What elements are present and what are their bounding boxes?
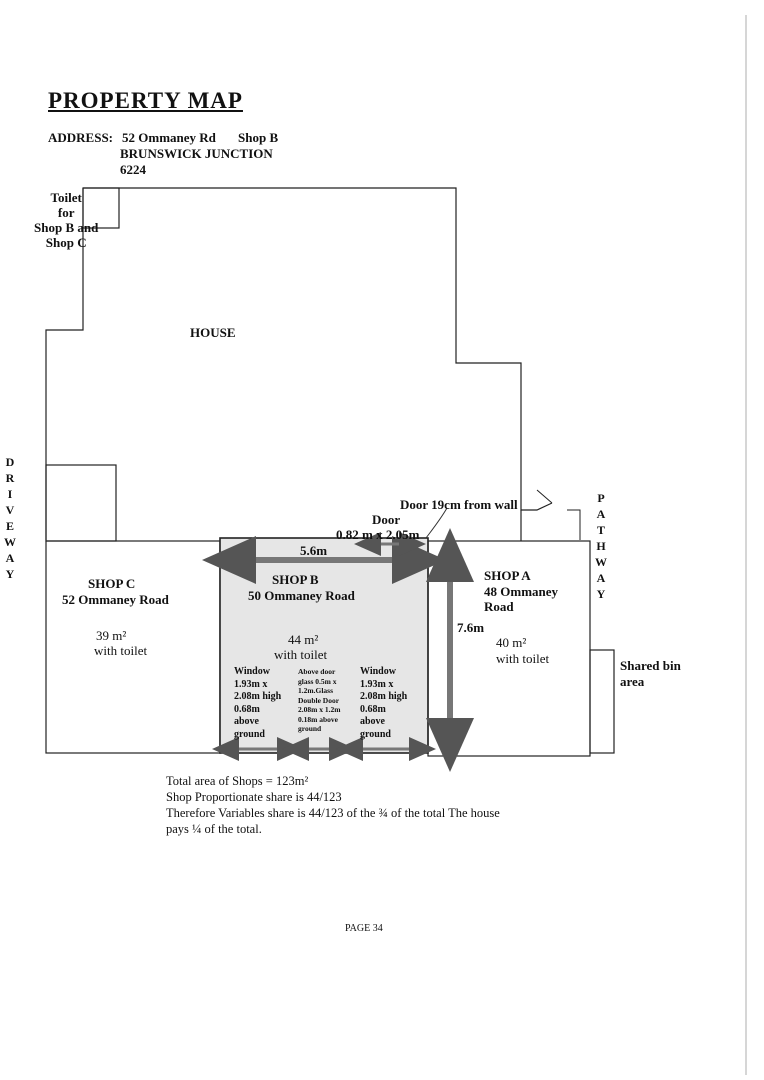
note-line: 1.2m.Glass (298, 686, 334, 695)
house-outline-left (45, 188, 84, 540)
bin-area-box (589, 649, 615, 754)
note-line: pays ¼ of the total. (166, 822, 262, 836)
note-line: 2.08m high (234, 691, 282, 702)
driveway-label: D R I V E W A Y (4, 454, 16, 582)
shop-a-depth: 7.6m (457, 620, 485, 635)
note-line: ground (360, 728, 391, 740)
bin-area-label: Shared bin area (620, 658, 681, 690)
note-line: Double Door (298, 695, 340, 705)
address-shop: Shop B (238, 130, 279, 145)
note-line: ground (298, 724, 322, 733)
note-line: 1.93m x (234, 678, 268, 690)
window-left-note: Window 1.93m x 2.08m high 0.68m above gr… (234, 666, 281, 741)
note-line: Above door (298, 667, 336, 676)
shop-a-address-2: Road (484, 599, 514, 614)
shop-a-name: SHOP A (484, 568, 531, 583)
page-number: PAGE 34 (345, 923, 383, 934)
pathway-letter: P (597, 491, 605, 505)
address-line2: BRUNSWICK JUNCTION (120, 146, 273, 161)
address-line1: 52 Ommaney Rd (122, 130, 216, 145)
shop-c-area: 39 m² (96, 628, 127, 643)
shop-b-name: SHOP B (272, 572, 319, 587)
shop-b-width: 5.6m (300, 543, 328, 558)
note-line: above (234, 716, 259, 727)
note-line: 2.08m high (360, 691, 408, 702)
pathway-letter: A (596, 571, 606, 585)
driveway-letter: V (5, 503, 15, 517)
note-line: 1.93m x (360, 678, 394, 690)
shop-a-address-1: 48 Ommaney (484, 584, 559, 599)
toilet-label-line: for (57, 205, 75, 220)
driveway-letter: Y (5, 567, 15, 581)
house-label: HOUSE (190, 325, 236, 340)
toilet-box (82, 187, 120, 229)
door-note: Door (372, 512, 401, 527)
pathway-letter: A (596, 507, 606, 521)
toilet-label: Toilet for Shop B and Shop C (34, 190, 98, 250)
shop-a-area: 40 m² (496, 635, 527, 650)
note-line: glass 0.5m x (298, 676, 337, 686)
pathway-letter: W (595, 555, 607, 569)
window-right-note: Window 1.93m x 2.08m high 0.68m above gr… (360, 666, 407, 741)
pathway-marker (536, 489, 581, 540)
note-line: Window (234, 666, 270, 677)
house-outline (83, 187, 553, 511)
driveway-letter: I (7, 487, 13, 501)
note-line: 0.68m (360, 703, 386, 715)
door-pointer (425, 507, 448, 539)
pathway-label: P A T H W A Y (595, 490, 607, 602)
toilet-label-line: Shop C (45, 235, 87, 250)
shop-c-address: 52 Ommaney Road (62, 592, 169, 607)
pathway-letter: H (596, 539, 606, 553)
note-line: Window (360, 666, 396, 677)
note-line: 0.18m above (298, 714, 338, 724)
bin-label-line: area (620, 674, 645, 689)
note-line: 0.68m (234, 703, 260, 715)
address-label: ADDRESS: (48, 130, 114, 145)
area-notes: Total area of Shops = 123m² Shop Proport… (166, 773, 500, 837)
pathway-letter: T (596, 523, 605, 537)
note-line: Therefore Variables share is 44/123 of t… (166, 806, 500, 820)
door-glass-note: Above door glass 0.5m x 1.2m.Glass Doubl… (298, 667, 341, 734)
note-line: Shop Proportionate share is 44/123 (166, 790, 342, 804)
shop-b-toilet: with toilet (274, 647, 328, 662)
note-line: 2.08m x 1.2m (298, 705, 341, 714)
door-size-note: 0.82 m x 2.05m (336, 527, 420, 542)
driveway-letter: A (5, 551, 15, 565)
shop-a-toilet: with toilet (496, 651, 550, 666)
toilet-label-line: Shop B and (34, 220, 99, 235)
bin-label-line: Shared bin (620, 658, 681, 673)
shop-c-toilet: with toilet (94, 643, 148, 658)
small-room (45, 464, 117, 542)
address-postcode: 6224 (120, 162, 146, 177)
door-from-wall-note: Door 19cm from wall (400, 497, 518, 512)
shop-b-area: 44 m² (288, 632, 319, 647)
driveway-letter: E (5, 519, 14, 533)
note-line: above (360, 716, 385, 727)
shop-c-name: SHOP C (88, 576, 136, 591)
driveway-letter: D (5, 455, 15, 469)
page-title: PROPERTY MAP (48, 88, 243, 113)
driveway-letter: R (5, 471, 15, 485)
note-line: Total area of Shops = 123m² (166, 774, 309, 788)
toilet-label-line: Toilet (50, 190, 82, 205)
driveway-letter: W (4, 535, 16, 549)
note-line: ground (234, 728, 265, 740)
pathway-letter: Y (596, 587, 606, 601)
shop-b-address: 50 Ommaney Road (248, 588, 355, 603)
